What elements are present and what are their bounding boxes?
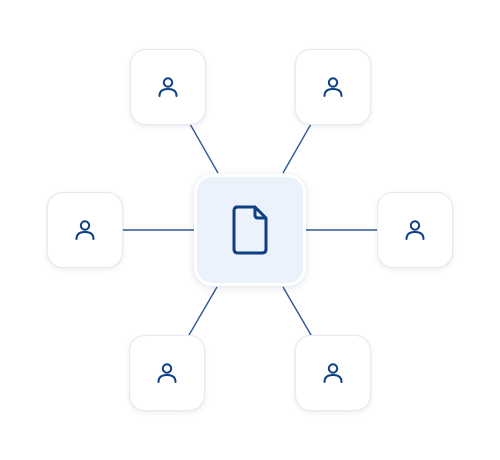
user-icon [156, 75, 180, 99]
user-icon [321, 75, 345, 99]
user-icon [403, 218, 427, 242]
user-icon [155, 361, 179, 385]
connector-bottom-left [188, 286, 218, 336]
user-node-bottom-left[interactable] [129, 335, 205, 411]
user-node-bottom-right[interactable] [295, 335, 371, 411]
user-node-top-left[interactable] [130, 49, 206, 125]
connector-top-right [282, 123, 312, 174]
connector-top-left [189, 123, 219, 174]
document-icon [230, 204, 270, 256]
user-icon [73, 218, 97, 242]
connector-bottom-right [282, 286, 312, 336]
user-node-top-right[interactable] [295, 49, 371, 125]
user-node-middle-left[interactable] [47, 192, 123, 268]
user-node-middle-right[interactable] [377, 192, 453, 268]
document-node[interactable] [194, 174, 306, 286]
user-icon [321, 361, 345, 385]
